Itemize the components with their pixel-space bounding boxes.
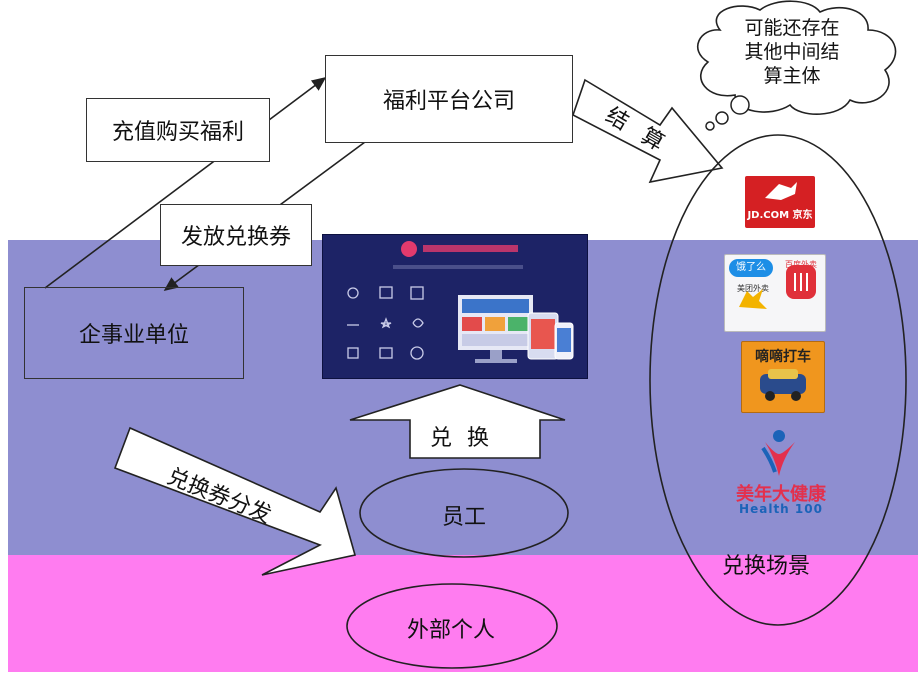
meinian-en-text: Health 100 <box>739 502 823 516</box>
recharge-purchase-box: 充值购买福利 <box>86 98 270 162</box>
thought-bubble-2 <box>715 111 729 125</box>
enterprise-label: 企事业单位 <box>78 323 189 348</box>
cloud-text: 可能还存在 其他中间结 算主体 <box>727 16 857 88</box>
redeem-label: 兑 换 <box>430 426 493 451</box>
platform-screenshot <box>322 234 588 379</box>
pink-band <box>8 555 918 672</box>
employee-label: 员工 <box>442 505 487 530</box>
platform-screenshot-art <box>347 241 574 363</box>
thought-cloud <box>696 0 897 115</box>
cloud-line-1: 可能还存在 <box>744 17 840 39</box>
thought-bubble-1 <box>730 95 750 115</box>
meinian-figure-icon <box>761 430 795 476</box>
settle-arrow <box>572 78 724 184</box>
didi-text: 嘀嘀打车 <box>755 349 811 365</box>
baidu-fork-icon <box>786 265 816 299</box>
redeem-arrow <box>349 384 566 459</box>
scenario-label: 兑换场景 <box>722 554 811 579</box>
cloud-line-2: 其他中间结 <box>744 41 840 63</box>
meinian-logo: 美年大健康 Health 100 <box>735 428 827 518</box>
eleme-logo: 饿了么 <box>729 259 773 277</box>
thought-bubble-3 <box>705 121 715 131</box>
cloud-line-3: 算主体 <box>763 65 821 87</box>
welfare-platform-label: 福利平台公司 <box>382 89 515 114</box>
baidu-text: 百度外卖 <box>785 260 817 269</box>
baidu-logo: 百度外卖 <box>781 259 821 321</box>
external-ellipse <box>346 583 558 669</box>
external-label: 外部个人 <box>407 618 496 643</box>
jd-logo: JD.COM 京东 <box>745 176 815 228</box>
scenario-ellipse <box>649 134 907 626</box>
employee-ellipse <box>359 468 569 558</box>
meituan-logo: 美团外卖 <box>729 283 777 327</box>
didi-car-icon <box>760 369 806 401</box>
meituan-text: 美团外卖 <box>737 284 769 293</box>
eleme-text: 饿了么 <box>736 262 766 273</box>
welfare-platform-box: 福利平台公司 <box>325 55 573 143</box>
delivery-logos: 饿了么 百度外卖 美团外卖 <box>724 254 826 332</box>
meinian-text: 美年大健康 <box>736 484 826 505</box>
jd-text: JD.COM 京东 <box>747 210 813 221</box>
distribute-arrow <box>113 426 357 576</box>
issue-voucher-box: 发放兑换券 <box>160 204 312 266</box>
line-enterprise-to-platform <box>44 77 327 289</box>
jd-dog-icon <box>765 182 797 200</box>
enterprise-box: 企事业单位 <box>24 287 244 379</box>
didi-logo: 嘀嘀打车 <box>741 341 825 413</box>
recharge-purchase-label: 充值购买福利 <box>111 120 244 145</box>
kangaroo-icon <box>739 289 767 309</box>
issue-voucher-label: 发放兑换券 <box>180 225 291 250</box>
